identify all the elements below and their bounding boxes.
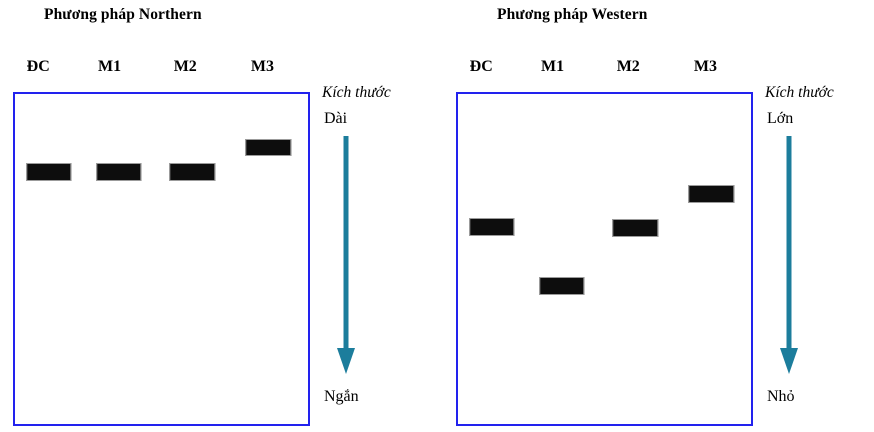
band-m2 (612, 219, 658, 238)
lane-label-m2: M2 (173, 58, 197, 75)
panel-northern: Phương pháp Northern ĐC M1 M2 M3 Kích th… (13, 0, 438, 432)
size-axis-top-label: Lớn (767, 110, 794, 127)
size-axis-western: Kích thước Lớn Nhỏ (761, 0, 874, 432)
size-axis-top-label: Dài (324, 110, 348, 127)
lane-label-row-northern: ĐC M1 M2 M3 (13, 58, 310, 80)
lane-label-m1: M1 (540, 58, 565, 75)
band-m1 (96, 163, 142, 182)
size-arrow-down-icon (780, 136, 798, 374)
panel-title-northern: Phương pháp Northern (44, 6, 202, 23)
size-axis-caption: Kích thước (765, 84, 834, 101)
lane-label-dc: ĐC (469, 58, 493, 75)
band-m3 (688, 184, 735, 203)
panel-title-western: Phương pháp Western (497, 6, 648, 23)
lane-label-m2: M2 (616, 58, 640, 75)
size-axis-bottom-label: Nhỏ (767, 388, 795, 405)
gel-box-western (456, 92, 753, 426)
lane-label-dc: ĐC (26, 58, 50, 75)
band-dc (468, 217, 515, 236)
band-m1 (539, 277, 585, 295)
size-axis-bottom-label: Ngắn (324, 388, 359, 405)
lane-label-row-western: ĐC M1 M2 M3 (456, 58, 753, 80)
band-m2 (169, 163, 215, 182)
gel-box-northern (13, 92, 310, 426)
band-dc (25, 163, 72, 182)
size-arrow-down-icon (337, 136, 355, 374)
panel-western: Phương pháp Western ĐC M1 M2 M3 Kích thư… (437, 0, 874, 432)
size-axis-caption: Kích thước (322, 84, 391, 101)
lane-label-m1: M1 (97, 58, 122, 75)
band-m3 (245, 138, 292, 157)
lane-label-m3: M3 (250, 58, 275, 75)
lane-label-m3: M3 (693, 58, 718, 75)
size-axis-northern: Kích thước Dài Ngắn (318, 0, 438, 432)
